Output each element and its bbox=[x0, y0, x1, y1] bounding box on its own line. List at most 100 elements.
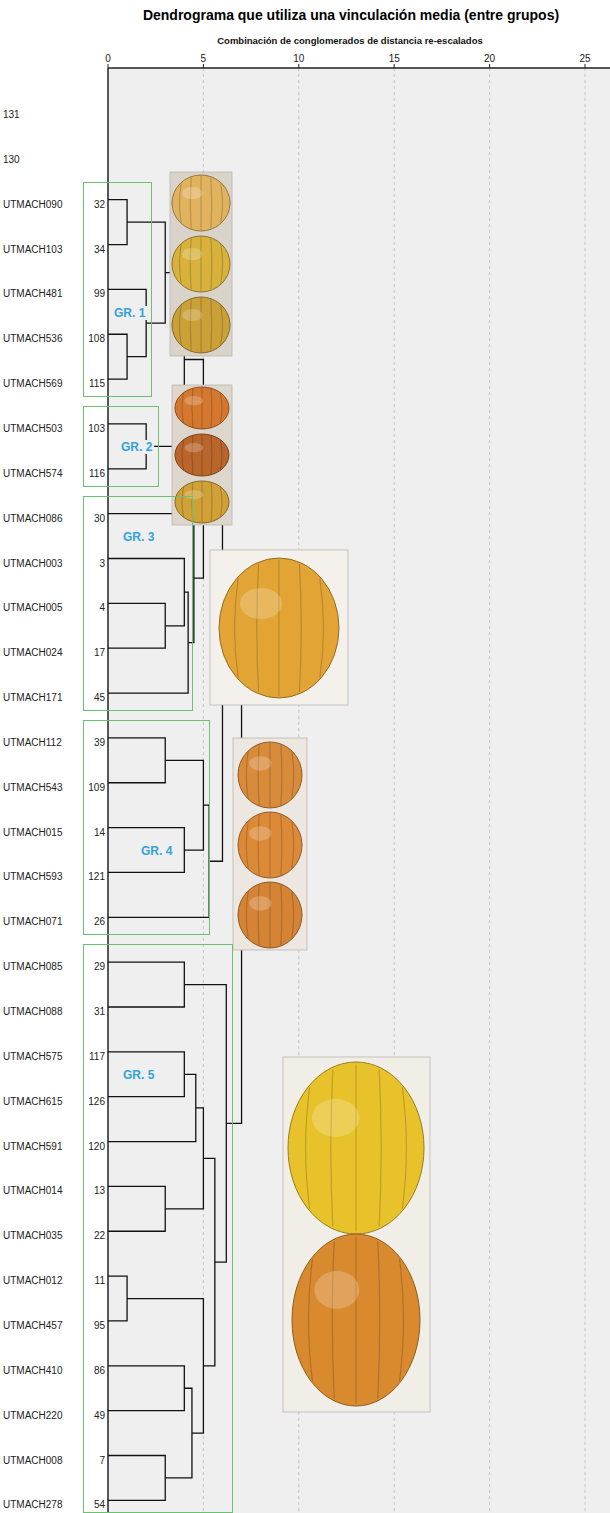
pod-photo bbox=[233, 738, 307, 950]
pod-ridge bbox=[210, 299, 212, 350]
cacao-pod bbox=[172, 236, 230, 292]
case-name: UTMACH503 bbox=[3, 423, 62, 435]
name-holder: UTMACH014 bbox=[3, 1180, 62, 1198]
case-number: 108 bbox=[88, 333, 105, 345]
pod-highlight bbox=[182, 248, 202, 260]
photo-ground bbox=[210, 550, 348, 705]
group-label: GR. 2 bbox=[119, 440, 154, 454]
case-name: UTMACH171 bbox=[3, 692, 62, 704]
name-holder: UTMACH024 bbox=[3, 642, 62, 660]
pod-ridge bbox=[190, 177, 192, 228]
pod-ridge bbox=[220, 440, 222, 470]
case-number: 103 bbox=[88, 423, 105, 435]
group-box: GR. 4 bbox=[83, 720, 210, 935]
grid-line bbox=[489, 68, 490, 1513]
case-number: 32 bbox=[94, 199, 105, 211]
case-number: 116 bbox=[89, 468, 105, 480]
pod-highlight bbox=[184, 443, 203, 452]
pod-ridge bbox=[309, 1259, 313, 1381]
dendrogram-lines bbox=[108, 200, 250, 1501]
case-number: 39 bbox=[94, 737, 105, 749]
pod-ridge bbox=[280, 885, 282, 945]
cluster-link bbox=[203, 1158, 214, 1365]
pod-ridge bbox=[355, 1065, 356, 1232]
pod-ridge bbox=[402, 1087, 406, 1209]
cacao-pod bbox=[292, 1234, 420, 1406]
name-holder: UTMACH481 bbox=[3, 283, 62, 301]
pod-ridge bbox=[201, 388, 202, 429]
name-holder: UTMACH593 bbox=[3, 866, 62, 884]
axis-tick bbox=[394, 64, 395, 68]
case-name: UTMACH085 bbox=[3, 961, 62, 973]
pod-ridge bbox=[278, 560, 279, 696]
pod-ridge bbox=[210, 238, 212, 289]
case-name: UTMACH593 bbox=[3, 871, 62, 883]
case-name: UTMACH014 bbox=[3, 1185, 62, 1197]
axis-tick-label: 15 bbox=[389, 53, 400, 64]
name-holder: UTMACH536 bbox=[3, 328, 62, 346]
tick-holder: 25 bbox=[570, 48, 600, 66]
cluster-link bbox=[127, 1299, 203, 1434]
pod-ridge bbox=[320, 578, 324, 678]
name-holder: UTMACH574 bbox=[3, 463, 62, 481]
case-name: UTMACH088 bbox=[3, 1006, 62, 1018]
pod-ridge bbox=[258, 885, 260, 945]
pod-ridge bbox=[269, 883, 270, 947]
pod-ridge bbox=[400, 1259, 404, 1381]
pod-ridge bbox=[292, 892, 294, 939]
case-name: UTMACH615 bbox=[3, 1096, 62, 1108]
cluster-link bbox=[108, 1276, 127, 1321]
axis-tick bbox=[203, 64, 204, 68]
pod-highlight bbox=[184, 490, 203, 499]
axis-line bbox=[107, 68, 109, 1513]
pod-ridge bbox=[220, 393, 222, 423]
photo-ground bbox=[233, 738, 307, 950]
case-name: UTMACH457 bbox=[3, 1320, 62, 1332]
cluster-link bbox=[108, 1052, 184, 1097]
pod-ridge bbox=[211, 436, 213, 474]
grid bbox=[203, 68, 585, 1513]
pod-ridge bbox=[221, 305, 223, 345]
pod-ridge bbox=[246, 892, 248, 939]
pod-ridge bbox=[200, 298, 201, 352]
pod-photo bbox=[170, 172, 232, 356]
pod-highlight bbox=[249, 896, 271, 911]
case-number: 11 bbox=[95, 1275, 105, 1287]
axis-line bbox=[108, 67, 610, 69]
case-name: UTMACH112 bbox=[3, 737, 62, 749]
pod-photos bbox=[170, 172, 430, 1412]
case-number: 86 bbox=[94, 1365, 105, 1377]
case-name: UTMACH278 bbox=[3, 1499, 62, 1511]
name-holder: 131 bbox=[3, 104, 20, 122]
name-holder: UTMACH591 bbox=[3, 1136, 62, 1154]
name-holder: UTMACH457 bbox=[3, 1315, 62, 1333]
cacao-pod bbox=[238, 812, 302, 878]
case-name: UTMACH591 bbox=[3, 1141, 62, 1153]
case-number: 17 bbox=[94, 647, 105, 659]
cluster-link bbox=[108, 1074, 196, 1141]
case-number: 54 bbox=[94, 1499, 105, 1511]
axis-tick-label: 5 bbox=[201, 53, 207, 64]
pod-ridge bbox=[280, 745, 282, 805]
case-number: 4 bbox=[99, 602, 105, 614]
tick-holder: 20 bbox=[475, 48, 505, 66]
cacao-pod bbox=[175, 481, 229, 523]
pod-ridge bbox=[269, 743, 270, 807]
cluster-link bbox=[108, 559, 184, 626]
pod-highlight bbox=[240, 588, 282, 619]
axis-subtitle: Combinación de conglomerados de distanci… bbox=[217, 35, 483, 46]
name-holder: UTMACH220 bbox=[3, 1405, 62, 1423]
axis-tick-label: 20 bbox=[484, 53, 495, 64]
sub-holder: Combinación de conglomerados de distanci… bbox=[150, 30, 550, 48]
name-holder: UTMACH575 bbox=[3, 1046, 62, 1064]
axis-tick-label: 25 bbox=[579, 53, 590, 64]
group-box: GR. 2 bbox=[83, 406, 159, 487]
axis-tick bbox=[489, 64, 490, 68]
name-holder: UTMACH503 bbox=[3, 418, 62, 436]
pod-ridge bbox=[246, 822, 248, 869]
pod-ridge bbox=[221, 244, 223, 284]
pod-highlight bbox=[249, 826, 271, 841]
case-number: 121 bbox=[88, 871, 105, 883]
group-label: GR. 1 bbox=[112, 306, 147, 320]
name-holder: UTMACH112 bbox=[3, 732, 62, 750]
